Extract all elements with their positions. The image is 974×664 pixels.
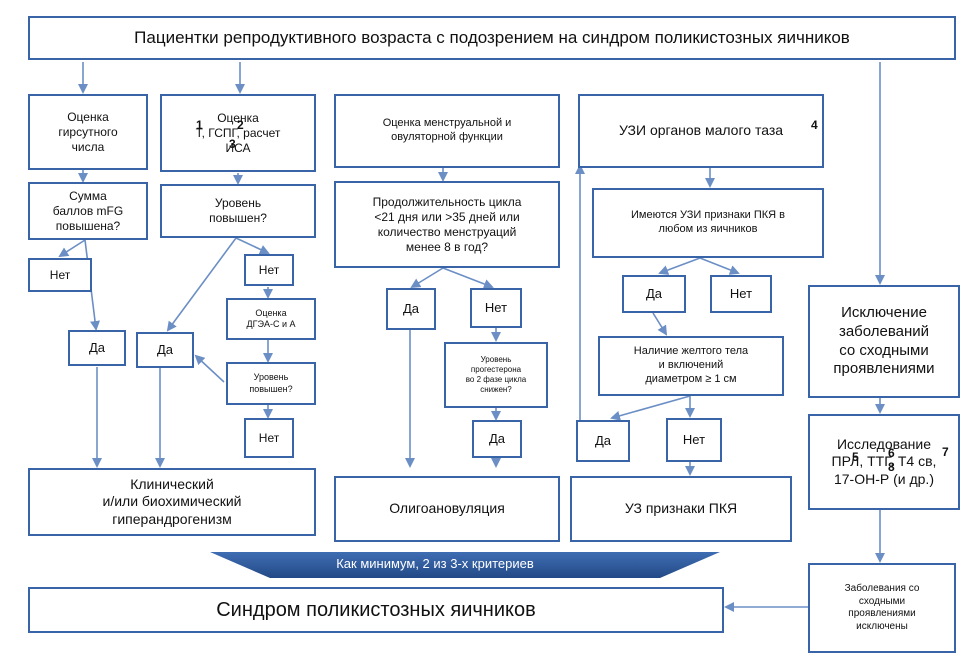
footnote-6: 6 [888,446,895,460]
corpus-luteum-question-box: Наличие желтого тела и включений диаметр… [598,336,784,396]
androgen-assessment-box: Оценка Т, ГСПГ, расчет ИСА [160,94,316,172]
corpus-yes-box: Да [576,420,630,462]
footnote-2: 2 [237,118,244,132]
androgen-yes-box: Да [136,332,194,368]
androgen-no-box: Нет [244,254,294,286]
mfg-no-box: Нет [28,258,92,292]
footnote-4: 4 [811,118,818,132]
footnote-1: 1 [196,118,203,132]
title-text: Пациентки репродуктивного возраста с под… [134,28,850,48]
cycle-no-box: Нет [470,288,522,328]
oligoanovulation-result-box: Олигоановуляция [334,476,560,542]
pcos-diagnosis-box: Синдром поликистозных яичников [28,587,724,633]
title-box: Пациентки репродуктивного возраста с под… [28,16,956,60]
pco-no-box: Нет [710,275,772,313]
conditions-excluded-box: Заболевания со сходными проявлениями иск… [808,563,956,653]
progesterone-question-box: Уровень прогестерона во 2 фазе цикла сни… [444,342,548,408]
pco-yes-box: Да [622,275,686,313]
hyperandrogenism-result-box: Клинический и/или биохимический гиперанд… [28,468,316,536]
pelvic-ultrasound-box: УЗИ органов малого таза [578,94,824,168]
dhea-level-question-box: Уровень повышен? [226,362,316,405]
pco-signs-question-box: Имеются УЗИ признаки ПКЯ в любом из яичн… [592,188,824,258]
footnote-3: 3 [229,137,236,151]
footnote-8: 8 [888,460,895,474]
pco-ultrasound-result-box: УЗ признаки ПКЯ [570,476,792,542]
lab-tests-box: Исследование ПРЛ, ТТГ, Т4 св, 17-ОН-Р (и… [808,414,960,510]
menstrual-assessment-box: Оценка менструальной и овуляторной функц… [334,94,560,168]
footnote-5: 5 [852,450,859,464]
androgen-level-question-box: Уровень повышен? [160,184,316,238]
hirsutism-assessment-box: Оценка гирсутного числа [28,94,148,170]
mfg-yes-box: Да [68,330,126,366]
dhea-assessment-box: Оценка ДГЭА-С и А [226,298,316,340]
cycle-yes-box: Да [386,288,436,330]
progesterone-yes-box: Да [472,420,522,458]
cycle-length-question-box: Продолжительность цикла <21 дня или >35 … [334,181,560,268]
dhea-no-box: Нет [244,418,294,458]
corpus-no-box: Нет [666,418,722,462]
exclusion-box: Исключение заболеваний со сходными прояв… [808,285,960,398]
footnote-7: 7 [942,445,949,459]
criteria-banner-text: Как минимум, 2 из 3-х критериев [336,556,534,571]
mfg-score-question-box: Сумма баллов mFG повышена? [28,182,148,240]
criteria-banner-arrow [210,552,720,578]
